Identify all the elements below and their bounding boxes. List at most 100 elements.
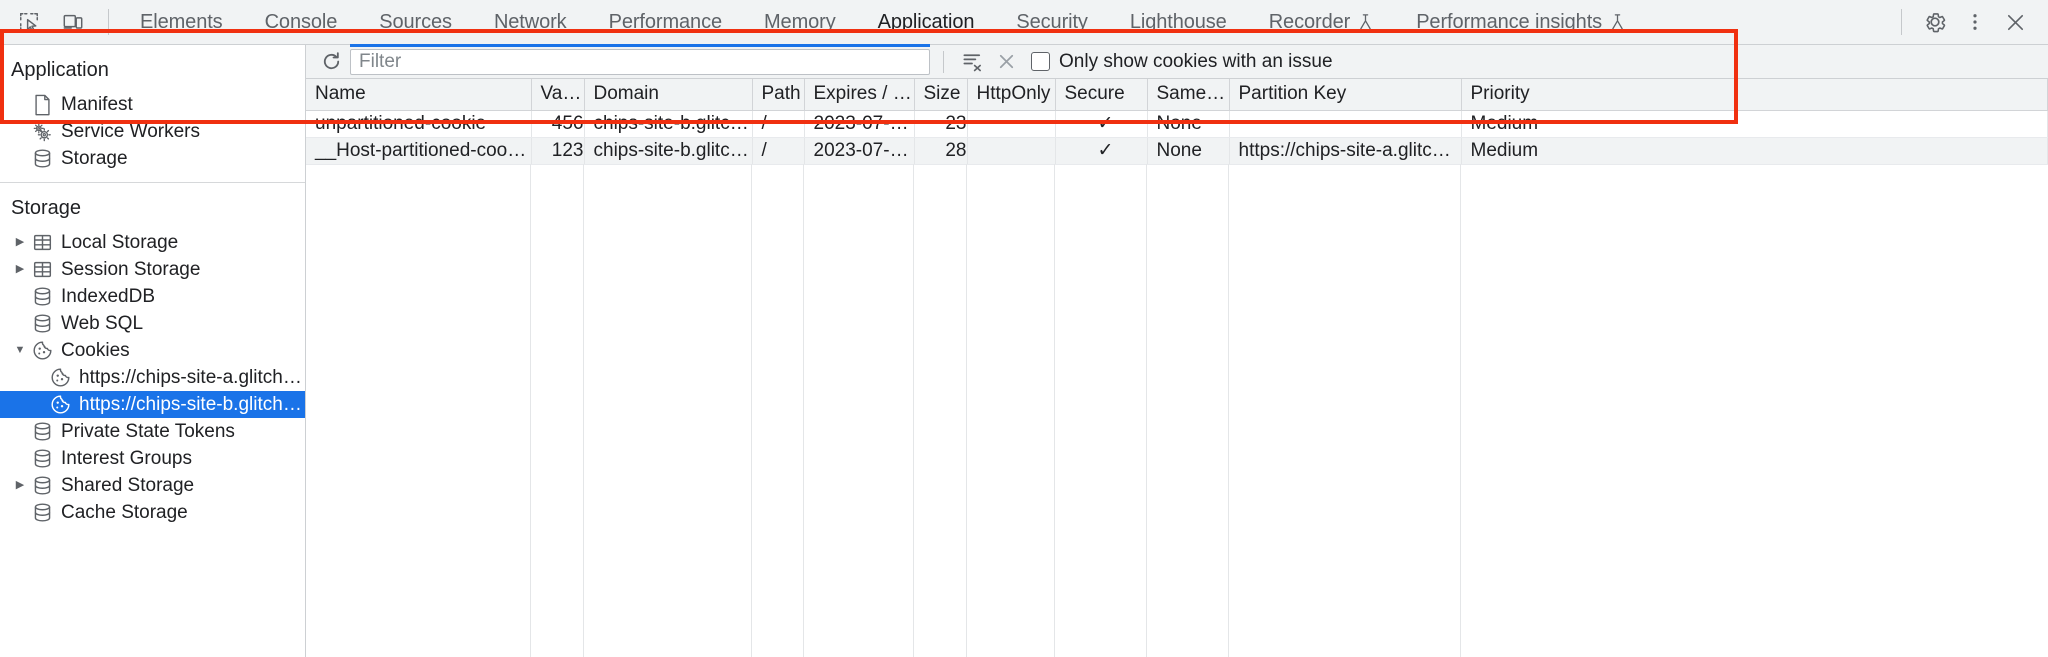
sidebar-item-web-sql[interactable]: ▶ Web SQL <box>0 310 305 337</box>
filter-input[interactable] <box>350 48 930 75</box>
tab-lighthouse-label: Lighthouse <box>1129 10 1227 33</box>
cell-name: __Host-partitioned-cookie <box>306 137 532 165</box>
column-header-samesite[interactable]: SameSite <box>1147 79 1230 111</box>
inspect-element-icon[interactable] <box>10 5 48 39</box>
more-vertical-icon[interactable] <box>1956 5 1994 39</box>
cookies-panel: Only show cookies with an issue <box>0 29 2048 657</box>
filter-focus-indicator <box>350 43 930 47</box>
application-section-title: Application <box>11 59 109 81</box>
column-header-partition-key[interactable]: Partition Key <box>1229 79 1462 111</box>
application-sidebar: Application Manifest <box>0 45 306 657</box>
only-show-issues-checkbox[interactable]: Only show cookies with an issue <box>1031 51 1333 73</box>
delete-selected-cookie-icon[interactable] <box>991 49 1021 75</box>
cookie-icon <box>47 394 73 416</box>
sidebar-item-private-state-tokens[interactable]: ▶ Private State Tokens <box>0 418 305 445</box>
sidebar-item-label: Shared Storage <box>61 474 195 496</box>
column-header-size[interactable]: Size <box>914 79 968 111</box>
tab-elements-label: Elements <box>140 10 223 33</box>
tabbar-right-icons <box>1895 5 2048 39</box>
sidebar-item-shared-storage[interactable]: ▶ Shared Storage <box>0 472 305 499</box>
tab-recorder[interactable]: Recorder <box>1248 0 1395 44</box>
sidebar-item-https-chips-site-b-glitch-me[interactable]: ▶ https://chips-site-b.glitch.me <box>0 391 305 418</box>
empty-grid-lines <box>306 79 2048 657</box>
cell-samesite: None <box>1147 110 1230 138</box>
chevron-right-icon[interactable]: ▶ <box>15 263 25 275</box>
sidebar-item-label: https://chips-site-a.glitch.me <box>79 366 305 388</box>
column-header-domain[interactable]: Domain <box>584 79 753 111</box>
gear-icon[interactable] <box>1916 5 1954 39</box>
database-icon <box>29 148 55 170</box>
tab-sources-label: Sources <box>379 10 452 33</box>
tab-application[interactable]: Application <box>857 0 996 44</box>
tab-memory[interactable]: Memory <box>743 0 857 44</box>
cell-expires-m: 2023-07-07… <box>804 110 915 138</box>
cell-domain: chips-site-b.glitch.me <box>584 137 753 165</box>
sidebar-item-label: Interest Groups <box>61 447 192 469</box>
database-icon <box>29 475 55 497</box>
tab-console[interactable]: Console <box>244 0 359 44</box>
cell-secure: ✓ <box>1055 137 1148 165</box>
storage-section-title: Storage <box>11 197 82 219</box>
tab-recorder-label: Recorder <box>1268 10 1351 33</box>
column-header-httponly[interactable]: HttpOnly <box>967 79 1056 111</box>
gears-icon <box>29 121 55 143</box>
tab-memory-label: Memory <box>764 10 836 33</box>
device-toolbar-icon[interactable] <box>54 5 92 39</box>
sidebar-item-service-workers[interactable]: Service Workers <box>0 118 305 145</box>
sidebar-item-session-storage[interactable]: ▶ Session Storage <box>0 256 305 283</box>
tab-security-label: Security <box>1016 10 1088 33</box>
cell-size: 28 <box>914 137 968 165</box>
cell-path: / <box>752 137 805 165</box>
sidebar-item-label: Cache Storage <box>61 501 188 523</box>
sidebar-item-local-storage[interactable]: ▶ Local Storage <box>0 229 305 256</box>
panel-tabs: Elements Console Sources Network Perform… <box>119 0 1647 44</box>
sidebar-item-storage[interactable]: Storage <box>0 145 305 172</box>
sidebar-item-service-workers-label: Service Workers <box>61 120 201 142</box>
chevron-right-icon[interactable]: ▶ <box>15 479 25 491</box>
sidebar-item-interest-groups[interactable]: ▶ Interest Groups <box>0 445 305 472</box>
refresh-icon[interactable] <box>316 49 346 75</box>
cookies-toolbar: Only show cookies with an issue <box>306 43 2048 79</box>
column-header-priority[interactable]: Priority <box>1461 79 2048 111</box>
sidebar-item-indexeddb[interactable]: ▶ IndexedDB <box>0 283 305 310</box>
tab-lighthouse[interactable]: Lighthouse <box>1109 0 1248 44</box>
tab-performance-insights[interactable]: Performance insights <box>1395 0 1647 44</box>
sidebar-item-storage-label: Storage <box>61 147 128 169</box>
devtools-body: Application Manifest <box>0 29 2048 657</box>
tab-network[interactable]: Network <box>473 0 588 44</box>
column-header-name[interactable]: Name <box>306 79 532 111</box>
column-header-expires-m[interactable]: Expires / M… <box>804 79 915 111</box>
tab-performance[interactable]: Performance <box>588 0 743 44</box>
tab-security[interactable]: Security <box>995 0 1108 44</box>
database-icon <box>29 421 55 443</box>
chevron-down-icon[interactable]: ▼ <box>14 344 26 356</box>
tab-console-label: Console <box>264 10 338 33</box>
sidebar-item-label: https://chips-site-b.glitch.me <box>79 393 305 415</box>
column-header-value[interactable]: Value <box>531 79 585 111</box>
checkbox-box[interactable] <box>1031 52 1050 71</box>
sidebar-item-https-chips-site-a-glitch-me[interactable]: ▶ https://chips-site-a.glitch.me <box>0 364 305 391</box>
cell-httponly <box>967 137 1056 165</box>
sidebar-item-manifest[interactable]: Manifest <box>0 91 305 118</box>
sidebar-item-cache-storage[interactable]: ▶ Cache Storage <box>0 499 305 526</box>
sidebar-item-label: IndexedDB <box>61 285 156 307</box>
clear-all-cookies-icon[interactable] <box>957 49 987 75</box>
sidebar-item-label: Local Storage <box>61 231 179 253</box>
chevron-right-icon[interactable]: ▶ <box>15 236 25 248</box>
tab-sources[interactable]: Sources <box>358 0 473 44</box>
tab-elements[interactable]: Elements <box>119 0 244 44</box>
application-section: Application Manifest <box>0 45 305 183</box>
sidebar-item-cookies[interactable]: ▼ Cookies <box>0 337 305 364</box>
column-header-secure[interactable]: Secure <box>1055 79 1148 111</box>
sidebar-item-label: Session Storage <box>61 258 201 280</box>
close-icon[interactable] <box>1996 5 2034 39</box>
sidebar-item-label: Private State Tokens <box>61 420 235 442</box>
tab-network-label: Network <box>493 10 567 33</box>
column-header-path[interactable]: Path <box>752 79 805 111</box>
cell-size: 23 <box>914 110 968 138</box>
